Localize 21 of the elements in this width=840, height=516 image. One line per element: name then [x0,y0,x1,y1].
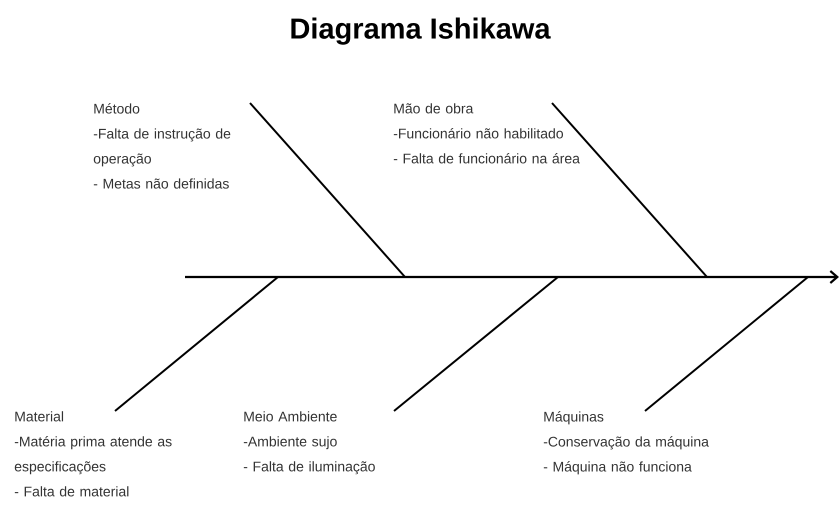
cause-item: -Ambiente sujo [244,436,337,450]
cause-item: -Conservação da máquina [544,436,709,450]
cause-item: - Metas não definidas [94,178,229,189]
cause-item: - Falta de funcionário na área [394,153,580,164]
bone-line [249,102,406,278]
cause-item: -Funcionário não habilitado [394,128,563,138]
cause-heading: Método [94,103,140,114]
cause-heading: Meio Ambiente [244,411,337,422]
bone-line [551,102,708,278]
bone-line [114,276,279,412]
cause-item: -Falta de instrução de operação [94,128,230,166]
cause-item: - Máquina não funciona [544,461,692,474]
cause-item: - Falta de material [14,486,128,496]
cause-item: - Falta de iluminação [244,461,375,474]
cause-item: -Matéria prima atende as especificações [14,436,172,474]
title: Diagrama Ishikawa [291,18,551,45]
cause-heading: Máquinas [544,411,604,424]
bone-line [393,276,559,412]
cause-heading: Mão de obra [394,103,474,114]
bone-line [644,276,809,412]
cause-heading: Material [15,411,64,422]
